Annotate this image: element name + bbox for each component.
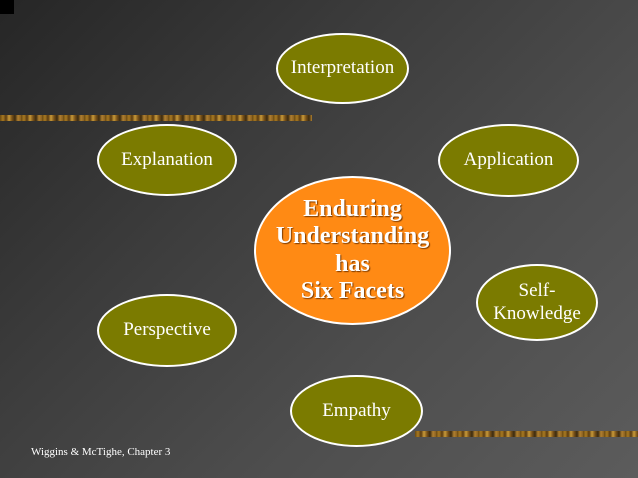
facet-perspective-label: Perspective <box>123 319 211 341</box>
facet-interpretation-label: Interpretation <box>290 57 395 79</box>
decorative-stripe-bottom <box>415 431 638 437</box>
facet-interpretation: Interpretation <box>276 33 409 104</box>
facet-perspective: Perspective <box>97 294 237 367</box>
center-node-label: Enduring Understanding has Six Facets <box>275 195 430 304</box>
facet-explanation-label: Explanation <box>121 148 213 170</box>
corner-block <box>0 0 14 14</box>
facet-empathy-label: Empathy <box>322 399 391 421</box>
facet-self-knowledge-label: Self- Knowledge <box>493 279 581 324</box>
decorative-stripe-top <box>0 115 312 121</box>
facet-application: Application <box>438 124 579 197</box>
footer-citation: Wiggins & McTighe, Chapter 3 <box>31 446 171 458</box>
center-node: Enduring Understanding has Six Facets <box>254 176 451 325</box>
facet-self-knowledge: Self- Knowledge <box>476 264 598 341</box>
facet-explanation: Explanation <box>97 124 237 196</box>
facet-empathy: Empathy <box>290 375 423 447</box>
facet-application-label: Application <box>463 149 554 171</box>
